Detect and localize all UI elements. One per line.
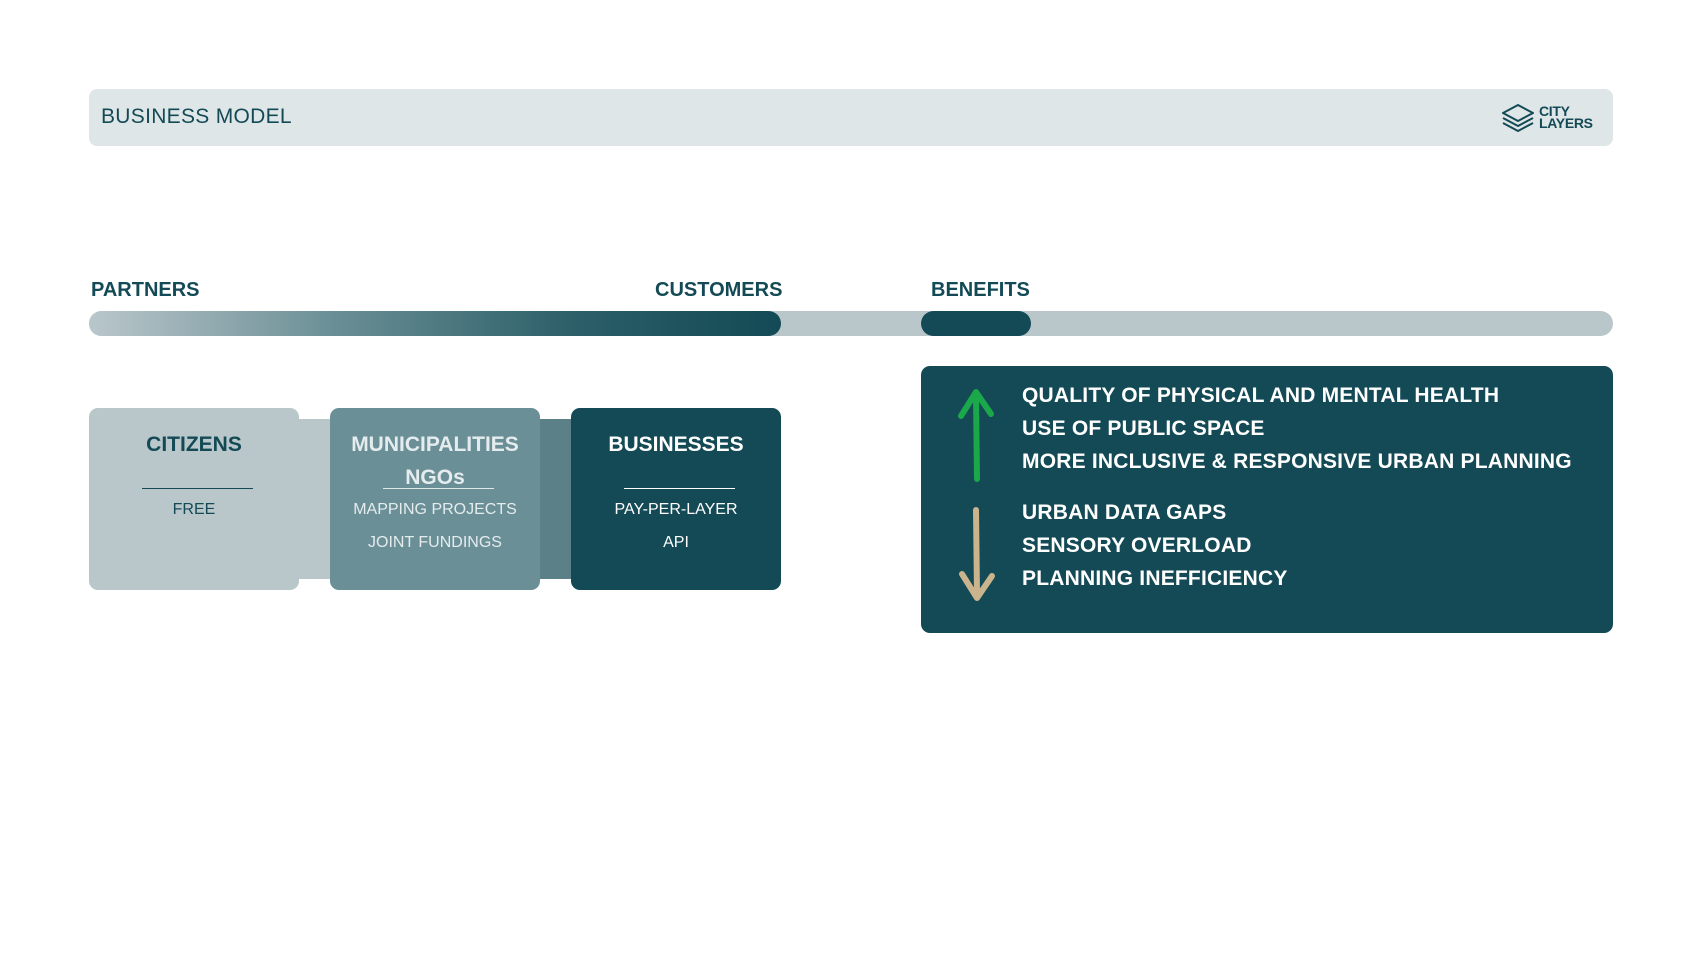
citizens-card: CITIZENS FREE [89,408,299,590]
municipalities-divider [383,488,494,489]
city-layers-logo: CITY LAYERS [1501,102,1597,134]
businesses-title: BUSINESSES [608,433,744,456]
decrease-item: SENSORY OVERLOAD [1022,534,1252,557]
down-arrow-icon [959,507,995,601]
businesses-divider [624,488,735,489]
increase-item: MORE INCLUSIVE & RESPONSIVE URBAN PLANNI… [1022,450,1572,473]
page-title: BUSINESS MODEL [101,105,292,128]
benefits-marker [921,311,1031,336]
businesses-card: BUSINESSES PAY-PER-LAYER API [571,408,781,590]
ngos-title: NGOs [405,466,465,489]
connector-citizens-municipalities [296,419,336,579]
municipalities-card: MUNICIPALITIES NGOs MAPPING PROJECTS JOI… [330,408,540,590]
increase-item: QUALITY OF PHYSICAL AND MENTAL HEALTH [1022,384,1500,407]
citizens-item: FREE [172,501,216,518]
partners-customers-gradient-bar [89,311,781,336]
benefits-panel: QUALITY OF PHYSICAL AND MENTAL HEALTH US… [921,366,1613,633]
header-bar: BUSINESS MODEL CITY LAYERS [89,89,1613,146]
increase-item: USE OF PUBLIC SPACE [1022,417,1265,440]
connector-municipalities-businesses [537,419,577,579]
citizens-divider [142,488,253,489]
logo-text-line1: CITY [1539,103,1570,119]
up-arrow-icon [958,389,994,482]
businesses-item: PAY-PER-LAYER [614,501,738,518]
citizens-title: CITIZENS [146,433,242,456]
decrease-item: PLANNING INEFFICIENCY [1022,567,1288,590]
stacked-layers-icon [1502,104,1534,132]
partners-label: PARTNERS [91,279,200,301]
decrease-item: URBAN DATA GAPS [1022,501,1227,524]
customers-label: CUSTOMERS [655,279,783,301]
logo-text-line2: LAYERS [1539,115,1593,131]
municipalities-item: JOINT FUNDINGS [368,534,502,551]
businesses-item: API [663,534,689,551]
benefits-label: BENEFITS [931,279,1030,301]
municipalities-title: MUNICIPALITIES [351,433,519,456]
municipalities-item: MAPPING PROJECTS [353,501,517,518]
